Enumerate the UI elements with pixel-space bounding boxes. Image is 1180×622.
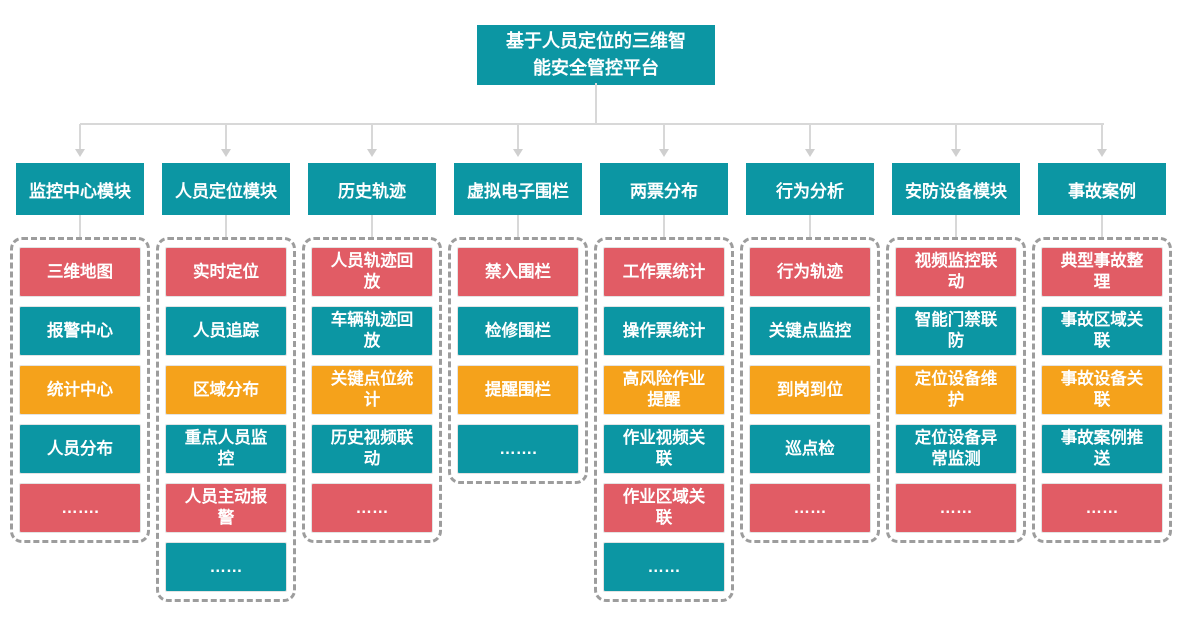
module-group: 视频监控联动智能门禁联防定位设备维护定位设备异常监测 ……: [886, 237, 1026, 543]
connector-stub: [517, 215, 519, 237]
connector-stub: [1101, 215, 1103, 237]
module-header: 安防设备模块: [892, 163, 1020, 215]
connector-stub: [225, 215, 227, 237]
connector-drop: [809, 124, 811, 149]
module-item: 典型事故整理: [1041, 247, 1163, 297]
connector-stub: [955, 215, 957, 237]
module-item: 事故案例推送: [1041, 424, 1163, 474]
module-item: 智能门禁联防: [895, 306, 1017, 356]
module-item: 报警中心: [19, 306, 141, 356]
module-item: ……: [1041, 483, 1163, 533]
module-item: 关键点位统计: [311, 365, 433, 415]
module-item: 到岗到位: [749, 365, 871, 415]
module-group: 工作票统计操作票统计高风险作业提醒作业视频关联作业区域关联 ……: [594, 237, 734, 602]
module-item: 高风险作业提醒: [603, 365, 725, 415]
module-header: 监控中心模块: [16, 163, 144, 215]
module-column: 事故案例典型事故整理事故区域关联事故设备关联事故案例推送 ……: [1032, 163, 1172, 543]
module-item: 车辆轨迹回放: [311, 306, 433, 356]
module-item: 区域分布: [165, 365, 287, 415]
arrow-down-icon: [367, 149, 377, 157]
connector-drop: [79, 124, 81, 149]
connector-drop: [1101, 124, 1103, 149]
module-group: 行为轨迹关键点监控到岗到位巡点检 ……: [740, 237, 880, 543]
module-item: ……: [895, 483, 1017, 533]
module-column: 虚拟电子围栏禁入围栏检修围栏提醒围栏 …….: [448, 163, 588, 484]
module-header: 虚拟电子围栏: [454, 163, 582, 215]
module-item: 检修围栏: [457, 306, 579, 356]
connector-drop: [663, 124, 665, 149]
module-item: 人员分布: [19, 424, 141, 474]
module-item: 禁入围栏: [457, 247, 579, 297]
module-column: 人员定位模块实时定位人员追踪区域分布重点人员监控人员主动报警 ……: [156, 163, 296, 602]
module-column: 监控中心模块三维地图报警中心统计中心人员分布 …….: [10, 163, 150, 543]
module-item: ……: [311, 483, 433, 533]
module-item: 三维地图: [19, 247, 141, 297]
module-item: 操作票统计: [603, 306, 725, 356]
module-item: 重点人员监控: [165, 424, 287, 474]
module-header: 历史轨迹: [308, 163, 436, 215]
module-header: 两票分布: [600, 163, 728, 215]
module-item: ……: [749, 483, 871, 533]
module-item: 行为轨迹: [749, 247, 871, 297]
module-header: 行为分析: [746, 163, 874, 215]
module-columns: 监控中心模块三维地图报警中心统计中心人员分布 ……. 人员定位模块实时定位人员追踪区…: [10, 163, 1172, 602]
connector-drop: [955, 124, 957, 149]
module-item: 事故区域关联: [1041, 306, 1163, 356]
module-item: 作业视频关联: [603, 424, 725, 474]
module-item: 定位设备维护: [895, 365, 1017, 415]
module-item: 作业区域关联: [603, 483, 725, 533]
module-item: 视频监控联动: [895, 247, 1017, 297]
module-item: 提醒围栏: [457, 365, 579, 415]
module-item: 定位设备异常监测: [895, 424, 1017, 474]
module-group: 禁入围栏检修围栏提醒围栏 …….: [448, 237, 588, 484]
module-item: 统计中心: [19, 365, 141, 415]
connector-drop: [225, 124, 227, 149]
module-header: 人员定位模块: [162, 163, 290, 215]
module-item: 工作票统计: [603, 247, 725, 297]
module-column: 安防设备模块视频监控联动智能门禁联防定位设备维护定位设备异常监测 ……: [886, 163, 1026, 543]
arrow-down-icon: [75, 149, 85, 157]
module-item: 巡点检: [749, 424, 871, 474]
connector-stub: [79, 215, 81, 237]
arrow-down-icon: [1097, 149, 1107, 157]
module-item: 人员轨迹回放: [311, 247, 433, 297]
module-item: 人员追踪: [165, 306, 287, 356]
module-item: 人员主动报警: [165, 483, 287, 533]
root-node: 基于人员定位的三维智能安全管控平台: [477, 25, 715, 85]
module-header: 事故案例: [1038, 163, 1166, 215]
connector-drop: [371, 124, 373, 149]
module-item: …….: [19, 483, 141, 533]
module-item: …….: [457, 424, 579, 474]
module-item: 关键点监控: [749, 306, 871, 356]
module-item: 事故设备关联: [1041, 365, 1163, 415]
arrow-down-icon: [805, 149, 815, 157]
module-item: 实时定位: [165, 247, 287, 297]
module-column: 行为分析行为轨迹关键点监控到岗到位巡点检 ……: [740, 163, 880, 543]
module-group: 三维地图报警中心统计中心人员分布 …….: [10, 237, 150, 543]
connector-stub: [371, 215, 373, 237]
module-column: 两票分布工作票统计操作票统计高风险作业提醒作业视频关联作业区域关联 ……: [594, 163, 734, 602]
arrow-down-icon: [951, 149, 961, 157]
arrow-down-icon: [513, 149, 523, 157]
connector-drop: [517, 124, 519, 149]
module-item: ……: [603, 542, 725, 592]
module-item: ……: [165, 542, 287, 592]
module-group: 实时定位人员追踪区域分布重点人员监控人员主动报警 ……: [156, 237, 296, 602]
arrow-down-icon: [221, 149, 231, 157]
connector-root-stem: [595, 83, 597, 124]
module-group: 典型事故整理事故区域关联事故设备关联事故案例推送 ……: [1032, 237, 1172, 543]
arrow-down-icon: [659, 149, 669, 157]
connector-stub: [663, 215, 665, 237]
connector-stub: [809, 215, 811, 237]
module-item: 历史视频联动: [311, 424, 433, 474]
module-group: 人员轨迹回放车辆轨迹回放关键点位统计历史视频联动 ……: [302, 237, 442, 543]
module-column: 历史轨迹人员轨迹回放车辆轨迹回放关键点位统计历史视频联动 ……: [302, 163, 442, 543]
connector-horizontal-bar: [80, 123, 1104, 125]
